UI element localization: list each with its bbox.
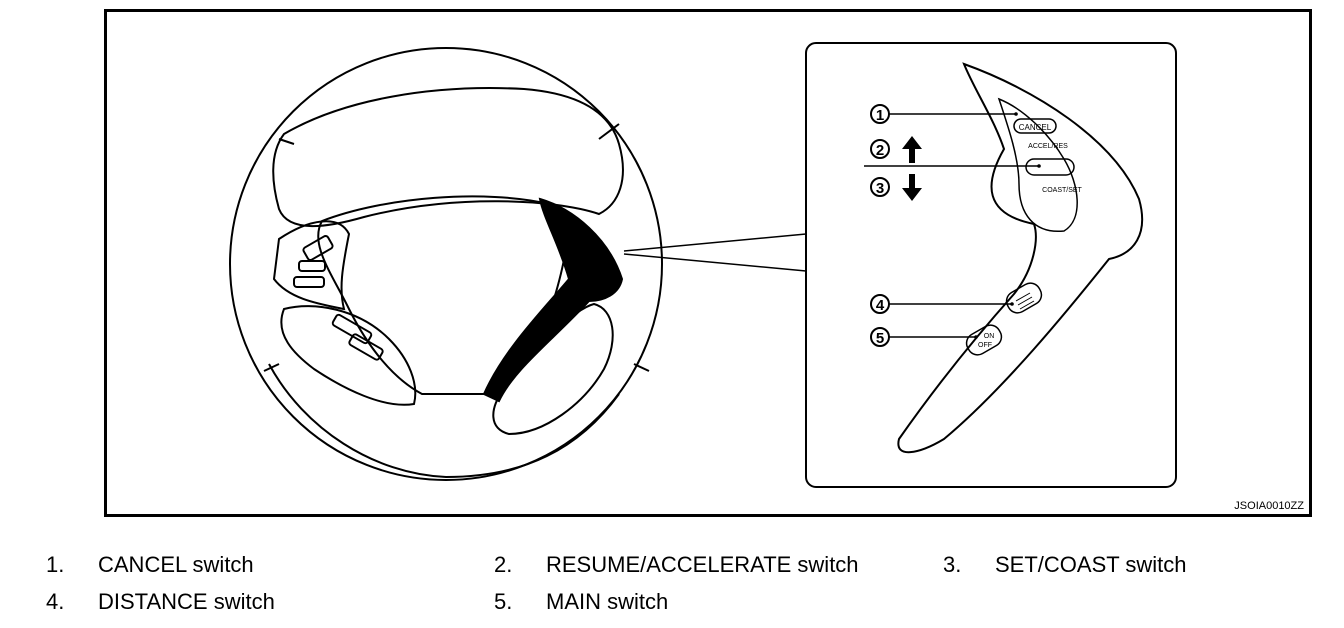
lower-left-spoke <box>280 305 417 406</box>
svg-text:4: 4 <box>876 297 885 314</box>
zoom-leader-top <box>623 233 807 252</box>
cancel-switch-label: CANCEL <box>1019 123 1052 132</box>
top-rim-grip <box>272 87 624 228</box>
left-spoke <box>272 220 351 311</box>
accel-coast-rocker <box>1025 158 1075 176</box>
detail-inset: CANCEL ACCEL/RES COAST/SET ON OFF 1 2 <box>805 42 1177 488</box>
callout-5: 5 <box>870 327 978 347</box>
accel-res-label: ACCEL/RES <box>1028 143 1068 150</box>
legend-number-1: 1. <box>46 552 65 577</box>
figure-id: JSOIA0010ZZ <box>1234 500 1304 512</box>
steering-wheel-illustration: CANCEL ACCEL/RES COAST/SET ON OFF 1 2 <box>104 9 1312 517</box>
off-label: OFF <box>978 342 992 349</box>
legend-number-3: 3. <box>943 552 962 577</box>
detail-frame <box>805 42 1177 488</box>
legend-label-4: DISTANCE switch <box>98 589 275 614</box>
legend-label-5: MAIN switch <box>546 589 669 614</box>
callout-2: 2 <box>870 136 922 163</box>
legend-row-2: 4. DISTANCE switch 5. MAIN switch <box>0 589 1344 619</box>
svg-text:2: 2 <box>876 142 884 159</box>
arrow-up-icon <box>902 136 922 163</box>
lower-switch-1 <box>331 313 373 345</box>
svg-text:1: 1 <box>876 107 884 124</box>
on-label: ON <box>984 333 995 340</box>
legend-label-3: SET/COAST switch <box>995 552 1187 577</box>
svg-text:3: 3 <box>876 180 884 197</box>
legend-number-5: 5. <box>494 589 513 614</box>
wheel-hub-opening <box>317 195 568 395</box>
left-switch-3 <box>293 276 325 288</box>
highlighted-switch-area <box>482 197 624 403</box>
zoom-leader-bottom <box>623 253 807 272</box>
steering-wheel <box>229 47 663 481</box>
legend-label-1: CANCEL switch <box>98 552 254 577</box>
bottom-rim-grip <box>268 363 620 479</box>
coast-set-label: COAST/SET <box>1042 187 1082 194</box>
callout-3: 3 <box>870 174 922 201</box>
distance-icon <box>1015 292 1035 310</box>
svg-text:5: 5 <box>876 330 884 347</box>
legend-number-4: 4. <box>46 589 65 614</box>
left-switch-1 <box>302 235 334 261</box>
distance-button-shape <box>1005 282 1043 314</box>
figure-border <box>104 9 1312 517</box>
callout-4: 4 <box>870 294 1014 314</box>
left-switch-2 <box>298 260 326 272</box>
legend-label-2: RESUME/ACCELERATE switch <box>546 552 859 577</box>
main-button-shape <box>965 324 1003 356</box>
lower-switch-2 <box>348 333 384 361</box>
legend-row-1: 1. CANCEL switch 2. RESUME/ACCELERATE sw… <box>0 552 1344 582</box>
callout-1: 1 <box>870 104 1018 124</box>
cruise-switch-panel <box>997 97 1078 232</box>
arrow-down-icon <box>902 174 922 201</box>
spoke-detail-outline <box>897 62 1144 454</box>
legend-number-2: 2. <box>494 552 513 577</box>
figure-frame: CANCEL ACCEL/RES COAST/SET ON OFF 1 2 <box>104 9 1312 517</box>
wheel-outer-rim <box>229 47 663 481</box>
cancel-button-shape <box>1013 118 1057 134</box>
